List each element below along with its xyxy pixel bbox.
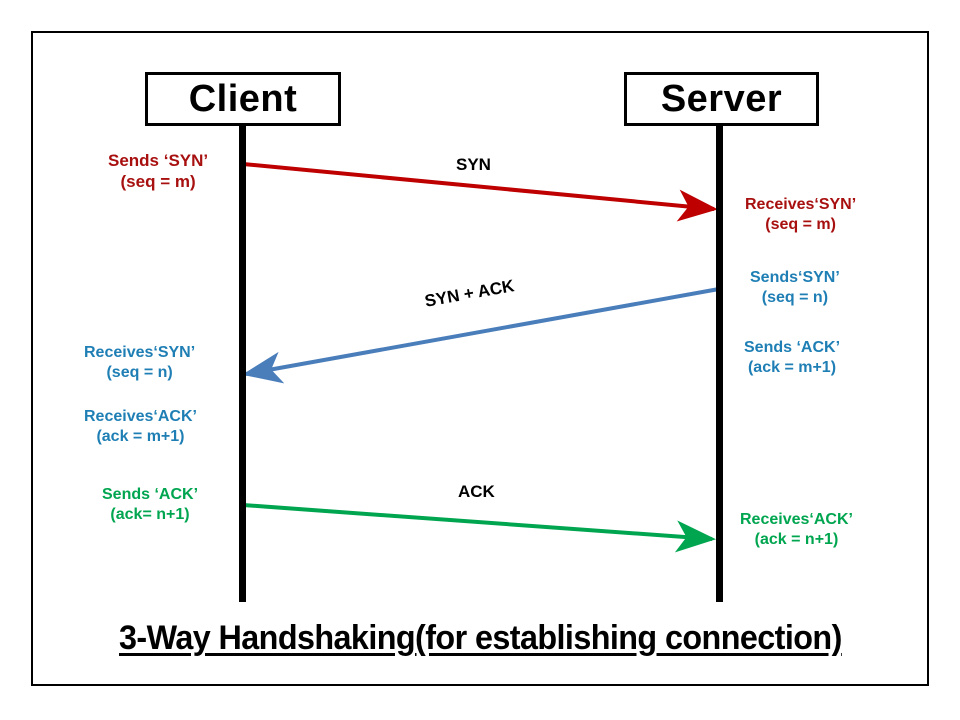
label-line-1: Receives‘SYN’ [745,196,857,213]
label-line-1: Sends ‘ACK’ [102,486,199,503]
label-client-receives-syn: Receives‘SYN’ (seq = n) [84,343,195,383]
label-line-2: (ack = m+1) [747,359,837,376]
label-line-2: (seq = m) [765,216,836,233]
label-line-2: (ack = m+1) [96,428,185,445]
label-line-2: (seq = n) [761,289,829,306]
label-server-receives-ack: Receives‘ACK’ (ack = n+1) [740,510,853,550]
label-line-2: (ack = n+1) [754,531,839,548]
label-server-receives-syn: Receives‘SYN’ (seq = m) [745,195,856,235]
label-server-sends-syn: Sends‘SYN’ (seq = n) [750,268,840,308]
client-lifeline [239,124,246,602]
protocol-label-syn: SYN [456,155,491,174]
label-line-2: (seq = n) [106,364,173,381]
client-node-label: Client [188,78,298,120]
label-line-1: Receives‘ACK’ [84,408,197,425]
label-line-1: Receives‘ACK’ [740,511,853,528]
protocol-label-ack: ACK [458,482,495,501]
label-line-1: Receives‘SYN’ [84,344,196,361]
server-node-box: Server [624,72,819,126]
label-line-2: (ack= n+1) [110,506,190,523]
label-client-receives-ack: Receives‘ACK’ (ack = m+1) [84,407,197,447]
label-line-2: (seq = m) [120,172,196,192]
label-line-1: Sends ‘SYN’ [108,151,209,170]
diagram-title: 3-Way Handshaking(for establishing conne… [45,619,915,658]
label-line-1: Sends‘SYN’ [750,269,840,286]
diagram-title-text: 3-Way Handshaking(for establishing conne… [118,619,842,657]
label-client-sends-ack: Sends ‘ACK’ (ack= n+1) [102,485,198,525]
server-lifeline [716,124,723,602]
client-node-box: Client [145,72,341,126]
label-client-sends-syn: Sends ‘SYN’ (seq = m) [108,150,208,193]
label-server-sends-ack: Sends ‘ACK’ (ack = m+1) [744,338,840,378]
server-node-label: Server [660,78,783,120]
label-line-1: Sends ‘ACK’ [744,339,841,356]
